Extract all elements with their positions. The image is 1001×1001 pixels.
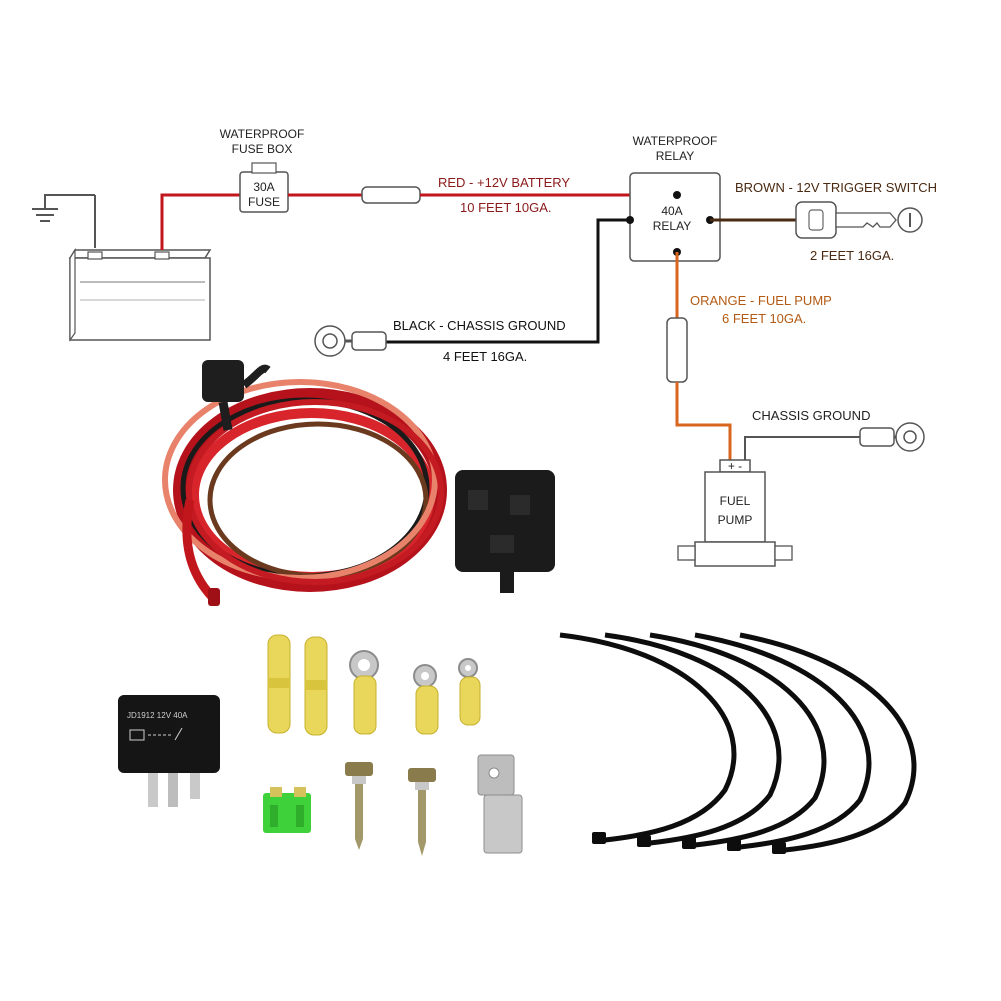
pump-ring-terminal-icon [859, 422, 925, 452]
ring-terminal-icon [314, 325, 387, 357]
pump-line-1: FUEL [720, 494, 751, 508]
mounting-bracket [477, 754, 523, 854]
black-wire-label: BLACK - CHASSIS GROUND [393, 318, 566, 333]
relay-marking: JD1912 12V 40A [127, 711, 188, 720]
relay-title-2: RELAY [656, 149, 694, 163]
red-wire-label: RED - +12V BATTERY [438, 175, 570, 190]
blade-fuse [263, 787, 311, 833]
pump-terminals: + - [728, 459, 742, 473]
inline-fuse-holder [361, 186, 421, 204]
brown-wire-label: BROWN - 12V TRIGGER SWITCH [735, 180, 937, 195]
relay-box: 40A RELAY [626, 172, 721, 262]
black-wire-spec: 4 FEET 16GA. [443, 349, 527, 364]
zip-tie-group [559, 632, 917, 854]
relay-rating: 40A [661, 204, 682, 218]
butt-connector-1 [267, 634, 291, 734]
self-tapping-screw-2 [408, 768, 436, 856]
fuse-label: FUSE [248, 195, 280, 209]
inline-fuse-holder-pump [666, 317, 688, 383]
relay-title-1: WATERPROOF [633, 134, 718, 148]
battery-icon [68, 247, 212, 342]
red-wire-spec: 10 FEET 10GA. [460, 200, 552, 215]
relay-label: RELAY [653, 219, 691, 233]
brown-wire-spec: 2 FEET 16GA. [810, 248, 894, 263]
pump-ground-wire [744, 436, 860, 462]
fuse-box-title-1: WATERPROOF [220, 127, 305, 141]
fuse-box: 30A FUSE [239, 162, 289, 213]
black-wire [385, 218, 630, 344]
ground-symbol-icon [32, 194, 96, 248]
ring-terminal-medium [413, 664, 439, 735]
orange-wire-label: ORANGE - FUEL PUMP [690, 293, 832, 308]
self-tapping-screw-1 [345, 762, 373, 850]
battery-red-lead [160, 193, 240, 250]
fuse-box-title-2: FUSE BOX [232, 142, 293, 156]
pump-ground-label: CHASSIS GROUND [752, 408, 870, 423]
ignition-key-icon [795, 201, 923, 239]
ring-terminal-small [458, 658, 481, 726]
wire-harness-coil [162, 360, 555, 606]
ring-terminal-large [349, 650, 379, 735]
butt-connector-2 [304, 636, 328, 736]
orange-wire-spec: 6 FEET 10GA. [722, 311, 806, 326]
pump-line-2: PUMP [718, 513, 753, 527]
fuel-pump-icon: + - FUEL PUMP [677, 459, 793, 567]
fuse-rating: 30A [253, 180, 274, 194]
relay-part: JD1912 12V 40A [118, 695, 220, 807]
orange-wire-2 [675, 382, 732, 462]
